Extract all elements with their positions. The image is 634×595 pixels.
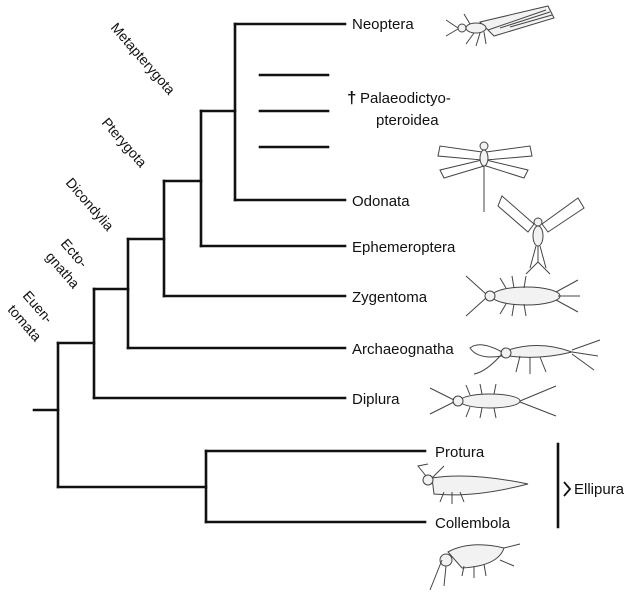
- taxon-label-protura: Protura: [435, 444, 485, 461]
- ephemeroptera-mayfly-icon: [498, 196, 584, 274]
- clade-label-pterygota: Pterygota: [99, 114, 151, 170]
- zygentoma-silverfish-icon: [466, 276, 580, 316]
- protura-icon: [418, 464, 528, 504]
- collembola-springtail-icon: [430, 544, 520, 590]
- taxon-label-neoptera: Neoptera: [352, 16, 414, 33]
- archaeognatha-bristletail-icon: [470, 340, 600, 374]
- clade-label-metapterygota: Metapterygota: [108, 19, 179, 97]
- taxon-label-archaeognatha: Archaeognatha: [352, 341, 454, 358]
- ellipura-chevron-icon: [564, 482, 570, 496]
- taxon-label-collembola: Collembola: [435, 515, 511, 532]
- clade-label-dicondylia: Dicondylia: [63, 174, 118, 233]
- taxon-label-zygentoma: Zygentoma: [352, 289, 428, 306]
- odonata-dragonfly-icon: [438, 142, 532, 212]
- taxon-label-diplura: Diplura: [352, 391, 400, 408]
- clade-label-ellipura: Ellipura: [574, 481, 625, 498]
- taxon-label-palaeodictyopteroidea-line2: pteroidea: [376, 112, 439, 129]
- taxon-label-ephemeroptera: Ephemeroptera: [352, 239, 456, 256]
- taxon-label-palaeodictyopteroidea-line1: Palaeodictyo-: [360, 90, 451, 107]
- extinct-dagger: †: [347, 88, 356, 107]
- diplura-icon: [430, 384, 556, 418]
- taxon-label-odonata: Odonata: [352, 193, 410, 210]
- neoptera-insect-icon: [446, 6, 554, 46]
